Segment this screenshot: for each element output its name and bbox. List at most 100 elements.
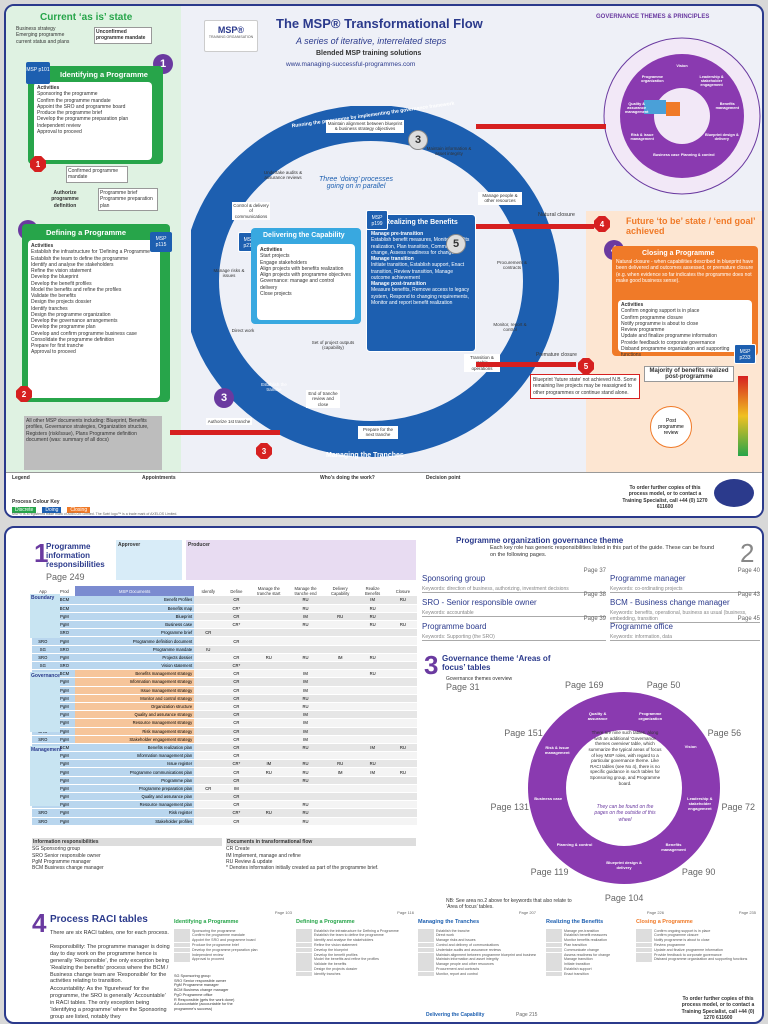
raci-cell: PgM (53, 800, 76, 810)
raci-col-4: Define (230, 588, 243, 594)
raci-cell (356, 792, 389, 802)
raci-cell (194, 735, 223, 744)
raci-cell: SRO (32, 653, 54, 663)
raci4-item: Develop the benefit profiles (296, 952, 414, 957)
raci-cell: CR (194, 784, 223, 794)
raci-cell: CR (222, 792, 251, 802)
msp-reference-panel: 1 Programme information responsibilities… (4, 526, 764, 1024)
raci-cell: PgM (53, 677, 76, 687)
realizing-activities: Manage pre-transition Establish benefit … (371, 231, 470, 306)
raci-cell: Programme definition document (75, 636, 195, 646)
raci-cell: Issue management strategy (75, 686, 195, 695)
raci-cell (250, 686, 288, 695)
raci-cell (250, 628, 288, 638)
raci-cell (194, 620, 223, 630)
raci-cell: IM (287, 686, 324, 695)
raci-cell (287, 661, 324, 671)
premature-closure: Premature closure (536, 352, 577, 358)
raci4-item: Plan transition (546, 942, 664, 948)
raci-cell: CR (222, 669, 251, 679)
raci-cell: PgM (53, 694, 76, 703)
raci-cell (356, 628, 389, 638)
delivering-process-box: Delivering the Capability Activities Sta… (251, 228, 361, 324)
raci-cell: PgM (53, 767, 76, 777)
raci-cell: RU (287, 800, 324, 810)
defining-badge: MSP p115 (150, 232, 172, 252)
raci-cell (250, 792, 288, 802)
raci-cell (194, 694, 223, 703)
raci-cell: Organization structure (75, 702, 195, 712)
areas-theme-8: Risk & issue management (544, 744, 570, 755)
raci4-item: Direct work (418, 933, 536, 938)
decision-point-2: 2 (16, 386, 32, 402)
section-1-page: Page 249 (46, 572, 85, 582)
raci4-item: Identify tranches (296, 971, 414, 977)
raci-key: Information responsibilities SG Sponsori… (32, 838, 222, 871)
raci-cell (250, 677, 288, 687)
raci-cell: CR* (222, 604, 251, 613)
raci-cell (194, 817, 223, 826)
areas-page-2: Page 56 (707, 727, 742, 738)
raci4-item: Develop the programme preparation plan (174, 947, 292, 953)
raci-cell: CR (222, 612, 251, 622)
areas-theme-3: Leadership & stakeholder engagement (687, 796, 713, 812)
ring-item-alignment: Maintain alignment between blueprint & b… (326, 120, 404, 133)
raci-cell (388, 604, 417, 613)
raci-cell (250, 751, 288, 761)
raci-cell (250, 694, 288, 703)
raci-cell: PgM (53, 620, 76, 630)
section-3-title: Governance theme ‘Areas of focus’ tables (442, 654, 551, 672)
raci-cell (388, 636, 417, 646)
areas-page-8: Page 151 (504, 728, 543, 739)
section-4-number: 4 (32, 908, 47, 938)
raci-cell (323, 751, 357, 761)
ring-item-direct-work: Direct work (231, 328, 255, 333)
raci-cell (388, 800, 417, 810)
areas-page-0: Page 169 (564, 679, 604, 690)
raci-cell (194, 759, 223, 769)
raci4-item: Control and delivery of communications (418, 942, 536, 948)
raci-cell: Programme communications plan (75, 767, 195, 777)
areas-page-3: Page 72 (721, 802, 756, 812)
raci-cell (323, 800, 357, 810)
raci-cell: RU (250, 767, 288, 777)
raci-cell (356, 727, 389, 736)
raci-cell: RU (356, 604, 389, 613)
raci-cell: Programme brief (75, 628, 195, 638)
raci-cell: CR (222, 636, 251, 646)
areas-theme-7: Business case (534, 796, 563, 802)
raci-cell (388, 718, 417, 728)
raci-cell: RU (356, 759, 389, 769)
raci-cell (388, 612, 417, 622)
raci-cell: PgM (53, 776, 76, 785)
raci-col-5: Manage the tranche start (257, 586, 281, 596)
raci-cell (388, 817, 417, 826)
gov-wheel (603, 37, 761, 195)
raci-cell (323, 784, 357, 794)
section-4-intro: There are six RACI tables, one for each … (50, 930, 169, 936)
raci-cell: CR (194, 628, 223, 638)
areas-page-5: Page 104 (604, 892, 644, 903)
raci-cell: SRO (53, 645, 76, 654)
raci4-item: Establish the infrastructure for Definin… (296, 928, 414, 933)
gov-title: GOVERNANCE THEMES & PRINCIPLES (596, 14, 710, 20)
raci-cell (323, 604, 357, 613)
raci4-item: Manage pre-transition (546, 928, 664, 933)
raci-cell: PgM (53, 808, 76, 818)
raci-cell: IM (287, 677, 324, 687)
raci-cell (388, 677, 417, 687)
raci-col-1: Prod (60, 588, 69, 594)
raci-cell: IM (356, 743, 389, 753)
raci-cell (323, 710, 357, 720)
raci4-item: Manage risks and issues (418, 938, 536, 943)
raci-cell: CR* (222, 620, 251, 630)
raci-cell: IM (323, 653, 357, 663)
raci-cell: CR (222, 710, 251, 720)
raci-cell: SRO (53, 628, 76, 638)
